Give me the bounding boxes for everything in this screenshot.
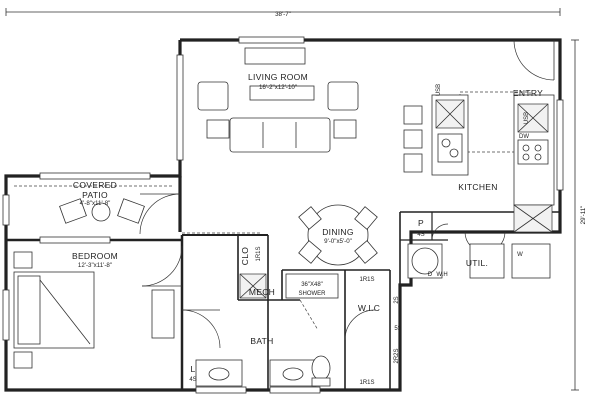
bath-fixtures <box>195 273 339 387</box>
shower-size: 36"X48" <box>301 282 323 288</box>
bedroom-dims: 12'-3"x11'-8" <box>78 262 112 269</box>
bedroom-name: BEDROOM <box>72 251 118 261</box>
bedroom-furniture <box>13 251 175 369</box>
room-labels: LIVING ROOM 16'-2"x12'-10" ENTRY KITCHEN… <box>72 72 543 383</box>
clo-shelf-label: 1R1S <box>256 246 262 261</box>
living-room-name: LIVING ROOM <box>248 72 308 82</box>
overall-width-dimension: 38'-7" <box>5 8 561 18</box>
windows <box>2 36 564 394</box>
covered-patio-name-1: COVERED <box>73 180 117 190</box>
pantry-shelf: 4S <box>417 232 424 238</box>
shower-name: SHOWER <box>299 291 327 297</box>
clo-name: CLO <box>240 247 250 265</box>
wic-bottom-label: 1R1S <box>359 380 374 386</box>
water-heater-label: W.H <box>436 272 447 278</box>
closet-labels: 1R1S 1R1S 1R1S 2S 5S 2R2S <box>256 246 402 386</box>
entry-name: ENTRY <box>513 88 543 98</box>
living-room-furniture <box>197 47 359 153</box>
overall-depth-label: 29'-11" <box>580 206 587 225</box>
mech-name: MECH <box>249 287 275 297</box>
kitchen-name: KITCHEN <box>458 182 497 192</box>
wic-side-label-2: 5S <box>394 326 401 332</box>
kitchen-fixtures: USB USB DW <box>403 84 555 233</box>
dining-name: DINING <box>322 227 354 237</box>
usb-label-right: USB <box>524 112 530 124</box>
doors <box>139 39 555 349</box>
overall-width-label: 38'-7" <box>275 11 291 18</box>
dining-table <box>298 204 378 266</box>
linen-name: L <box>190 364 195 374</box>
dryer-label: D <box>428 272 433 278</box>
dw-label: DW <box>519 134 529 140</box>
wic-name: W.I.C <box>358 303 380 313</box>
wic-top-label: 1R1S <box>359 277 374 283</box>
overall-depth-dimension: 29'-11" <box>571 39 587 391</box>
pantry-name: P <box>418 218 424 228</box>
dining-dims: 9'-0"x5'-0" <box>324 238 352 245</box>
linen-shelf: 4S <box>189 377 196 383</box>
covered-patio-dims: 4'-8"x11'-8" <box>80 200 111 207</box>
usb-label-left: USB <box>436 84 442 96</box>
covered-patio-name-2: PATIO <box>82 190 108 200</box>
util-name: UTIL. <box>466 258 488 268</box>
wic-side-label-1: 2S <box>394 296 400 303</box>
wic-side-label-3: 2R2S <box>394 348 400 363</box>
patio-furniture <box>59 198 145 224</box>
living-room-dims: 16'-2"x12'-10" <box>259 84 297 91</box>
utility-fixtures: D W W.H <box>407 243 551 279</box>
washer-label: W <box>517 252 523 258</box>
interior-walls <box>6 211 560 390</box>
bath-name: BATH <box>250 336 273 346</box>
